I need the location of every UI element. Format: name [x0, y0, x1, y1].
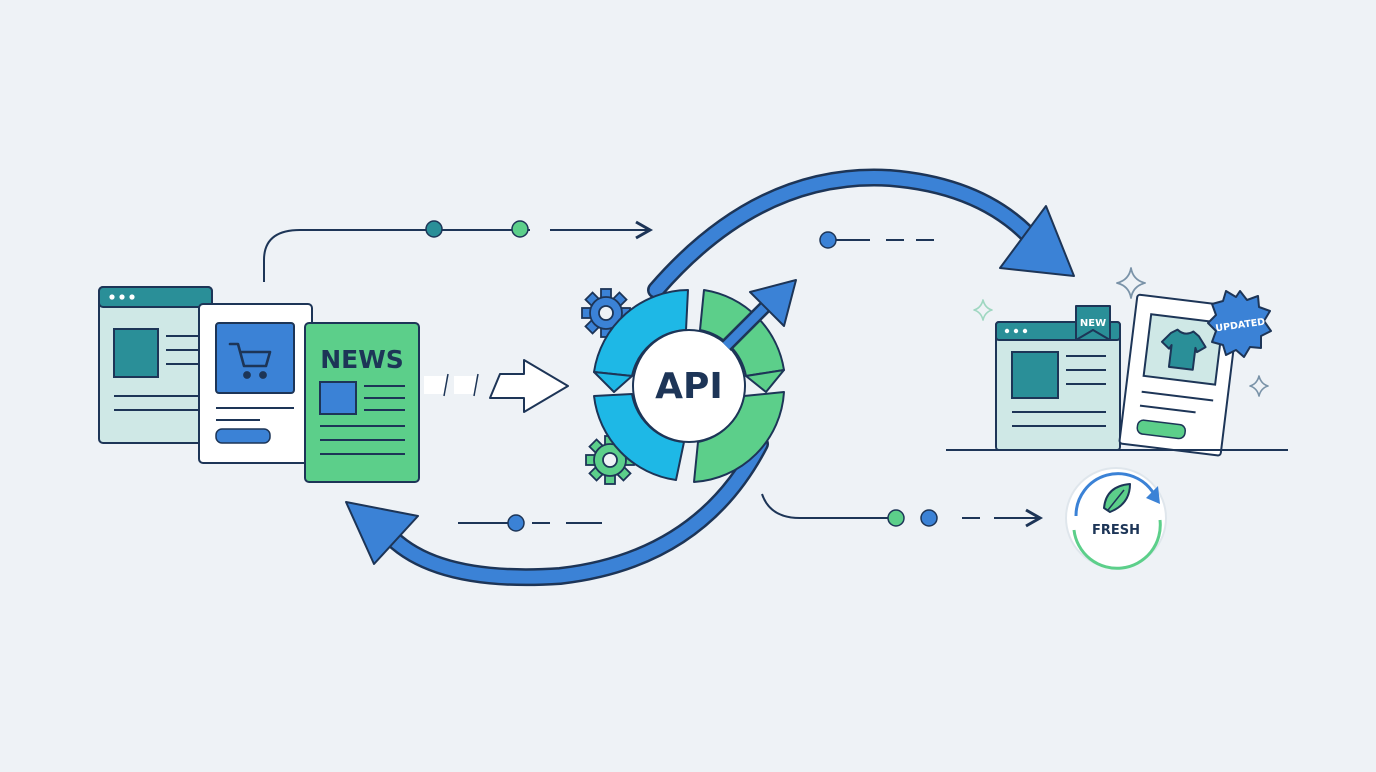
- top-curved-arrow: [647, 168, 1075, 299]
- news-title: NEWS: [320, 345, 404, 374]
- up-arrow-icon: [721, 279, 797, 351]
- shop-cta-pill: [215, 428, 271, 444]
- new-ribbon: NEW: [1075, 305, 1111, 341]
- sparkle-icon: [1249, 375, 1269, 397]
- flow-dot: [511, 220, 529, 238]
- top-connector: [263, 220, 654, 282]
- flow-dot: [819, 231, 837, 249]
- gear-icon: [585, 435, 635, 485]
- fresh-badge: FRESH: [1065, 467, 1167, 570]
- refresh-cycle-icon: API: [593, 289, 785, 483]
- output-shop-page: [1118, 293, 1240, 457]
- output-browser-page: [995, 321, 1121, 451]
- output-cta-pill: [1136, 419, 1186, 440]
- flow-dot: [920, 509, 938, 527]
- fresh-badge-label: FRESH: [1092, 523, 1140, 538]
- top-right-connector: [819, 231, 934, 249]
- bottom-left-connector: [458, 514, 602, 532]
- sparkle-icon: [1116, 267, 1146, 299]
- bottom-curved-arrow: [345, 435, 769, 587]
- source-news-page: NEWS: [304, 322, 420, 483]
- source-browser-page: [98, 286, 213, 444]
- leaf-icon: [1103, 483, 1131, 513]
- api-label: API: [655, 366, 723, 407]
- sparkle-icon: [973, 299, 993, 321]
- source-shop-page: [198, 303, 313, 464]
- bottom-right-connector: [761, 493, 1044, 528]
- new-ribbon-label: NEW: [1080, 318, 1106, 329]
- flow-dot: [425, 220, 443, 238]
- t-shirt-icon: [1160, 328, 1207, 371]
- shopping-cart-icon: [228, 342, 272, 379]
- input-arrow: [424, 359, 569, 413]
- gear-icon: [581, 288, 631, 338]
- updated-badge: UPDATED: [1207, 290, 1272, 358]
- flow-dot: [887, 509, 905, 527]
- flow-dot: [507, 514, 525, 532]
